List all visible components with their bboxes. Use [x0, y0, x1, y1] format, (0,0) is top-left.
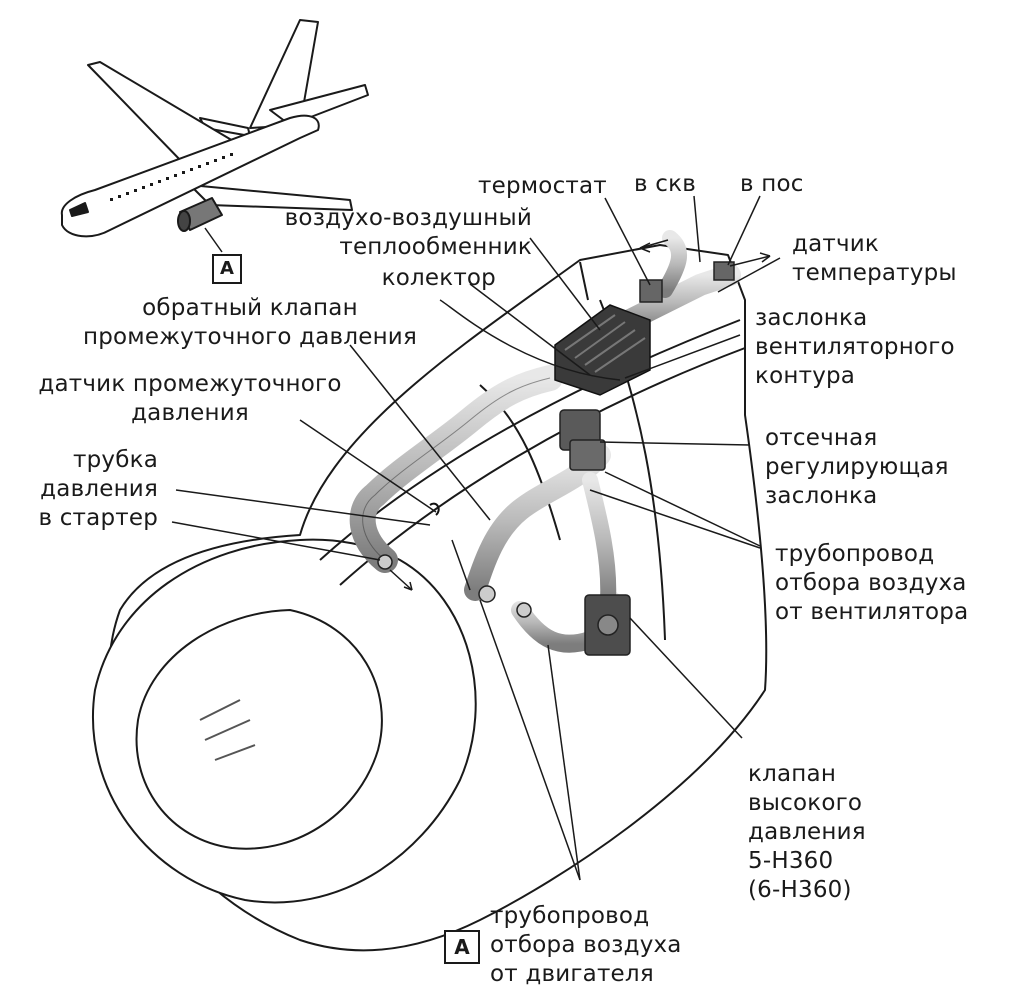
label-to-acs: в скв: [634, 171, 696, 197]
label-ip-check-valve: обратный клапан промежуточного давления: [82, 295, 417, 350]
flow-arrows: [389, 239, 771, 591]
valve-components: [377, 261, 735, 656]
airplane-icon: [60, 19, 369, 238]
label-ip-sensor: датчик промежуточного давления: [38, 371, 342, 426]
label-hp-valve: клапан высокого давления 5-H360 (6-H360): [748, 761, 866, 903]
label-shutoff-valve: отсечная регулирующая заслонка: [765, 425, 949, 509]
label-starter-tube: трубка давления в стартер: [38, 447, 158, 531]
detail-marker-small: A: [212, 254, 242, 284]
label-thermostat: термостат: [478, 173, 607, 199]
label-to-ais: в пос: [740, 171, 804, 197]
label-precooler: воздухо-воздушный теплообменник: [284, 205, 532, 260]
leader-lines: [171, 195, 781, 881]
engine-nacelle: [92, 244, 768, 952]
detail-marker-large: A: [444, 930, 480, 964]
label-manifold: колектор: [381, 265, 496, 291]
label-temperature-sensor: датчик температуры: [792, 231, 957, 286]
label-fan-bleed-duct: трубопровод отбора воздуха от вентилятор…: [775, 541, 969, 625]
label-fan-air-valve: заслонка вентиляторного контура: [755, 305, 955, 389]
label-engine-bleed-duct: трубопровод отбора воздуха от двигателя: [490, 903, 682, 987]
